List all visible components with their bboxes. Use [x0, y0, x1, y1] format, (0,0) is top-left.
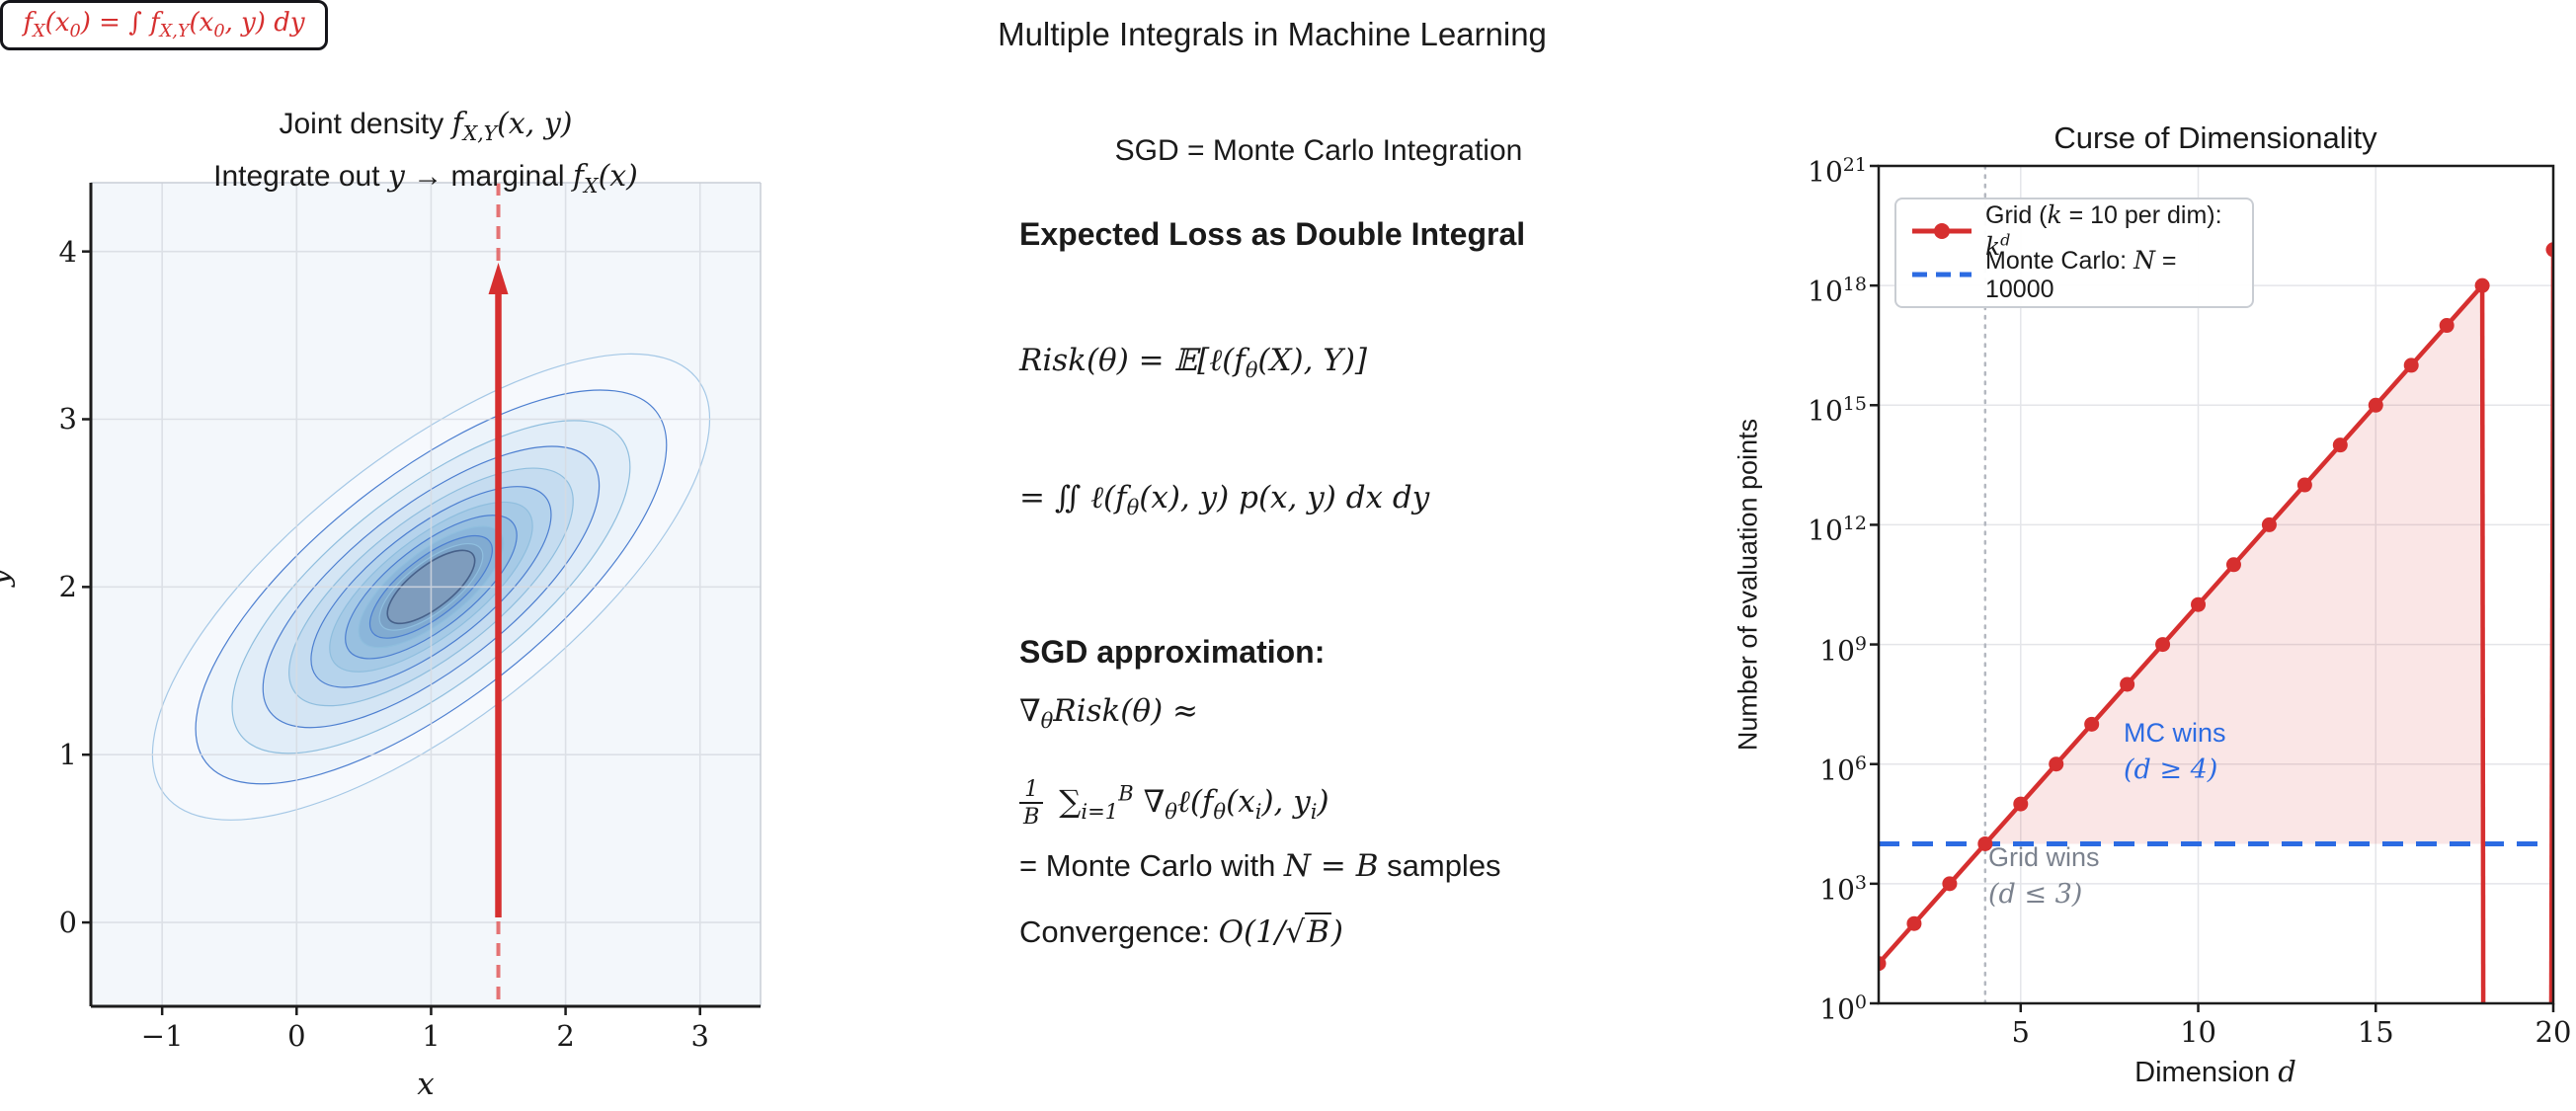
joint-density-plot — [82, 182, 762, 1015]
middle-heading-sgd-approximation: SGD approximation: — [1019, 634, 1326, 670]
grid-wins-annotation: Grid wins(d ≤ 3) — [1988, 842, 2100, 910]
density-contour-level — [358, 525, 505, 649]
left-chart-title-line1: Joint density fX,Y(x, y) — [279, 107, 573, 145]
right-y-tick-label: 1018 — [1808, 274, 1867, 308]
grid-series-line — [1879, 283, 2484, 966]
right-y-tick-label: 106 — [1819, 752, 1867, 787]
monte-carlo-samples-line: = Monte Carlo with N = B samples — [1019, 848, 1501, 884]
middle-subtitle: SGD = Monte Carlo Integration — [1114, 134, 1523, 167]
risk-equation: Risk(θ) = 𝔼[ℓ(fθ(X), Y)] — [1019, 343, 1368, 383]
right-x-axis-label: Dimension d — [2134, 1055, 2296, 1088]
density-contour-level — [231, 420, 631, 754]
overflow-drop-line — [2479, 285, 2486, 1003]
mc-advantage-fill — [1984, 285, 2483, 844]
convergence-line: Convergence: O(1/√B) — [1019, 913, 1343, 950]
arrowhead-icon — [488, 263, 509, 294]
right-y-tick-label: 100 — [1819, 992, 1867, 1026]
monte-carlo-dashed-line-icon — [1912, 272, 1972, 278]
plot-background — [91, 183, 761, 1006]
left-y-tick-label: 3 — [58, 402, 77, 436]
grid-series-marker — [2296, 477, 2312, 493]
grid-series-marker — [2049, 756, 2064, 772]
right-chart-title: Curse of Dimensionality — [2053, 120, 2377, 155]
density-contour-level — [345, 515, 518, 660]
density-contour-level — [195, 389, 668, 785]
left-x-tick-label: 2 — [556, 1019, 575, 1053]
right-x-tick-label: 10 — [2180, 1015, 2216, 1049]
series-group — [1879, 242, 2553, 1003]
marginal-integral-annotation: fX(x0) = ∫ fX,Y(x0, y) dy — [0, 0, 328, 50]
contour-group — [151, 353, 711, 821]
right-y-axis-label: Number of evaluation points — [1732, 418, 1763, 752]
grid-series-marker — [2332, 437, 2348, 453]
legend-label-monte-carlo: Monte Carlo: N = 10000 — [1985, 245, 2177, 303]
density-contour-level — [368, 534, 493, 639]
grid-series-marker — [1942, 876, 1958, 892]
right-x-tick-label: 20 — [2535, 1015, 2572, 1049]
right-y-tick-label: 1015 — [1808, 393, 1867, 428]
density-contour-level — [386, 549, 476, 625]
right-x-tick-label: 15 — [2357, 1015, 2394, 1049]
grid-series-marker — [2368, 397, 2383, 413]
mc-wins-annotation: MC wins(d ≥ 4) — [2124, 718, 2226, 785]
grid-series-marker — [2474, 278, 2490, 293]
right-y-tick-label: 1021 — [1808, 154, 1867, 189]
left-y-axis-label: y — [0, 569, 16, 587]
grid-series-marker — [2155, 637, 2171, 653]
right-y-tick-label: 109 — [1819, 632, 1867, 667]
grid-series-marker — [1906, 915, 1922, 931]
legend: Grid (k = 10 per dim): kd Monte Carlo: N… — [1894, 198, 2254, 308]
double-integral-equation: = ∬ ℓ(fθ(x), y) p(x, y) dx dy — [1019, 480, 1430, 520]
right-y-tick-label: 103 — [1819, 871, 1867, 907]
left-x-tick-label: 3 — [690, 1019, 709, 1053]
gradient-equation: ∇θRisk(θ) ≈ — [1019, 693, 1198, 734]
middle-heading-expected-loss: Expected Loss as Double Integral — [1019, 216, 1526, 252]
density-contour-level — [262, 445, 601, 729]
left-gridlines — [91, 183, 761, 1006]
left-x-tick-label: 1 — [422, 1019, 441, 1053]
left-y-tick-label: 1 — [58, 738, 77, 772]
grid-series-marker — [2084, 716, 2100, 732]
grid-series-marker — [2261, 516, 2277, 532]
grid-series-marker — [2191, 596, 2207, 612]
left-y-tick-label: 2 — [58, 570, 77, 604]
integration-arrow — [488, 263, 509, 917]
overflow-reentry-line — [2548, 249, 2553, 1003]
legend-row-monte-carlo: Monte Carlo: N = 10000 — [1910, 246, 2238, 303]
density-contour-level — [310, 486, 552, 688]
density-contour-level — [378, 542, 484, 631]
grid-series-marker — [1879, 956, 1887, 972]
grid-series-marker — [2013, 796, 2029, 812]
right-y-tick-label: 1012 — [1808, 513, 1867, 547]
density-contour-level — [288, 467, 574, 707]
grid-series-marker — [2439, 318, 2455, 334]
density-contour-level — [329, 501, 533, 673]
left-x-tick-label: −1 — [140, 1019, 184, 1053]
grid-series-marker — [2403, 357, 2419, 373]
left-y-tick-label: 0 — [58, 906, 77, 940]
grid-series-line-icon — [1912, 223, 1972, 239]
grid-series-marker — [2120, 676, 2135, 692]
left-y-tick-label: 4 — [58, 234, 77, 269]
density-contour-level — [151, 353, 711, 821]
grid-series-marker — [2545, 242, 2553, 258]
left-x-tick-label: 0 — [287, 1019, 306, 1053]
page-title: Multiple Integrals in Machine Learning — [998, 16, 1547, 52]
left-chart-title-line2: Integrate out y → marginal fX(x) — [213, 159, 638, 198]
grid-series-marker — [2225, 557, 2241, 573]
left-x-axis-label: x — [417, 1067, 435, 1102]
left-chart-title: Joint density fX,Y(x, y) Integrate out y… — [129, 103, 722, 207]
right-x-tick-label: 5 — [2011, 1015, 2030, 1049]
